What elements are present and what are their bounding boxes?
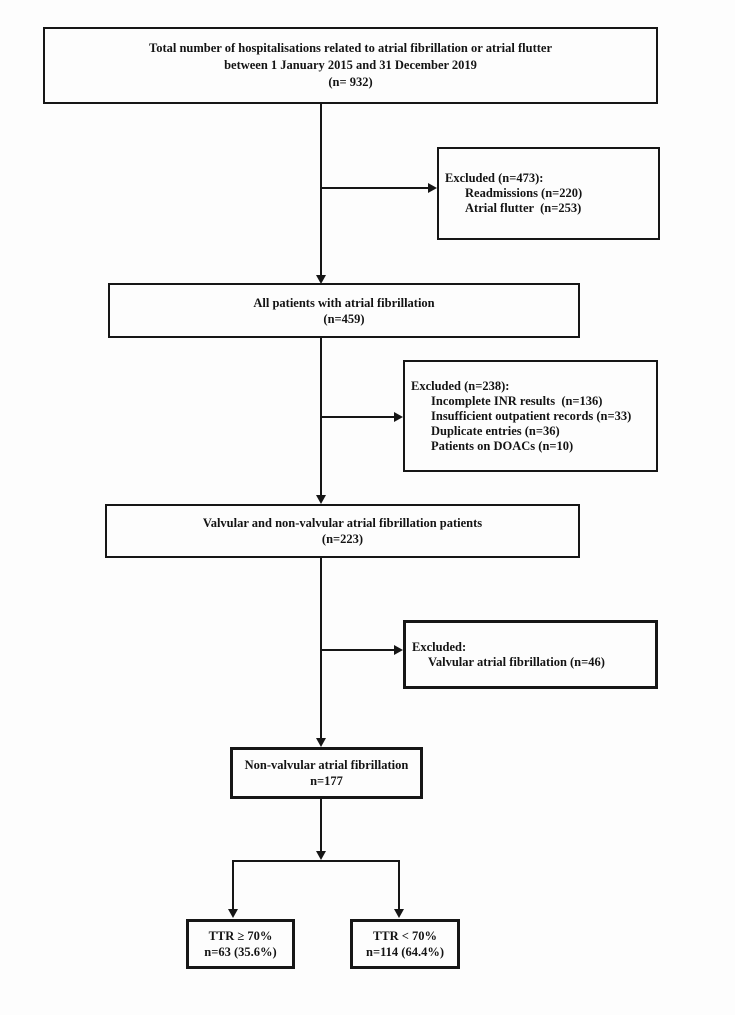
box-text-line: All patients with atrial fibrillation — [253, 295, 435, 310]
box-text-line: (n= 932) — [328, 75, 373, 89]
flow-box-ttr-high: TTR ≥ 70% n=63 (35.6%) — [186, 919, 295, 969]
down-arrowhead-icon — [316, 275, 326, 284]
flow-box-nonvalvular-af: Non-valvular atrial fibrillation n=177 — [230, 747, 423, 799]
box-text-line: between 1 January 2015 and 31 December 2… — [224, 58, 477, 72]
right-arrowhead-icon — [428, 183, 437, 193]
connector-branch-excluded-1 — [321, 187, 429, 189]
box-text-line: Duplicate entries (n=36) — [431, 423, 560, 438]
box-text-line: TTR < 70% — [372, 929, 438, 943]
down-arrowhead-icon — [394, 909, 404, 918]
box-text-line: (n=459) — [323, 311, 365, 326]
connector-trunk-4 — [320, 799, 322, 852]
box-text-line: Readmissions (n=220) — [465, 186, 583, 200]
flow-box-all-af-patients: All patients with atrial fibrillation (n… — [108, 283, 580, 338]
connector-branch-excluded-3 — [321, 649, 395, 651]
connector-split-bar — [232, 860, 400, 862]
box-text-line: n=63 (35.6%) — [204, 945, 277, 959]
flow-box-valvular-nonvalvular: Valvular and non-valvular atrial fibrill… — [105, 504, 580, 558]
box-text-line: TTR ≥ 70% — [208, 929, 273, 943]
flow-box-ttr-low: TTR < 70% n=114 (64.4%) — [350, 919, 460, 969]
flow-box-total-hospitalisations: Total number of hospitalisations related… — [43, 27, 658, 104]
right-arrowhead-icon — [394, 645, 403, 655]
box-text-line: Excluded (n=473): — [445, 171, 544, 185]
box-text-line: Patients on DOACs (n=10) — [431, 438, 574, 453]
connector-trunk-3 — [320, 558, 322, 739]
down-arrowhead-icon — [228, 909, 238, 918]
down-arrowhead-icon — [316, 738, 326, 747]
box-text-line: Excluded: — [412, 639, 467, 654]
box-text-line: (n=223) — [321, 532, 364, 546]
box-text-line: Non-valvular atrial fibrillation — [244, 758, 409, 772]
box-text-line: Valvular and non-valvular atrial fibrill… — [202, 516, 483, 530]
connector-split-left — [232, 860, 234, 910]
down-arrowhead-icon — [316, 851, 326, 860]
flow-box-excluded-records: Excluded (n=238): Incomplete INR results… — [403, 360, 658, 472]
box-text-line: Valvular atrial fibrillation (n=46) — [428, 654, 605, 669]
down-arrowhead-icon — [316, 495, 326, 504]
flow-box-excluded-valvular: Excluded: Valvular atrial fibrillation (… — [403, 620, 658, 689]
box-text-line: Incomplete INR results (n=136) — [431, 393, 603, 408]
connector-branch-excluded-2 — [321, 416, 395, 418]
box-text-line: Excluded (n=238): — [411, 378, 510, 393]
connector-split-right — [398, 860, 400, 910]
box-text-line: Total number of hospitalisations related… — [149, 41, 552, 55]
box-text-line: Atrial flutter (n=253) — [465, 201, 582, 215]
box-text-line: n=114 (64.4%) — [366, 945, 444, 959]
box-text-line: Insufficient outpatient records (n=33) — [431, 408, 632, 423]
flow-box-excluded-readmissions: Excluded (n=473): Readmissions (n=220) A… — [437, 147, 660, 240]
connector-trunk-1 — [320, 103, 322, 276]
right-arrowhead-icon — [394, 412, 403, 422]
box-text-line: n=177 — [310, 774, 343, 788]
